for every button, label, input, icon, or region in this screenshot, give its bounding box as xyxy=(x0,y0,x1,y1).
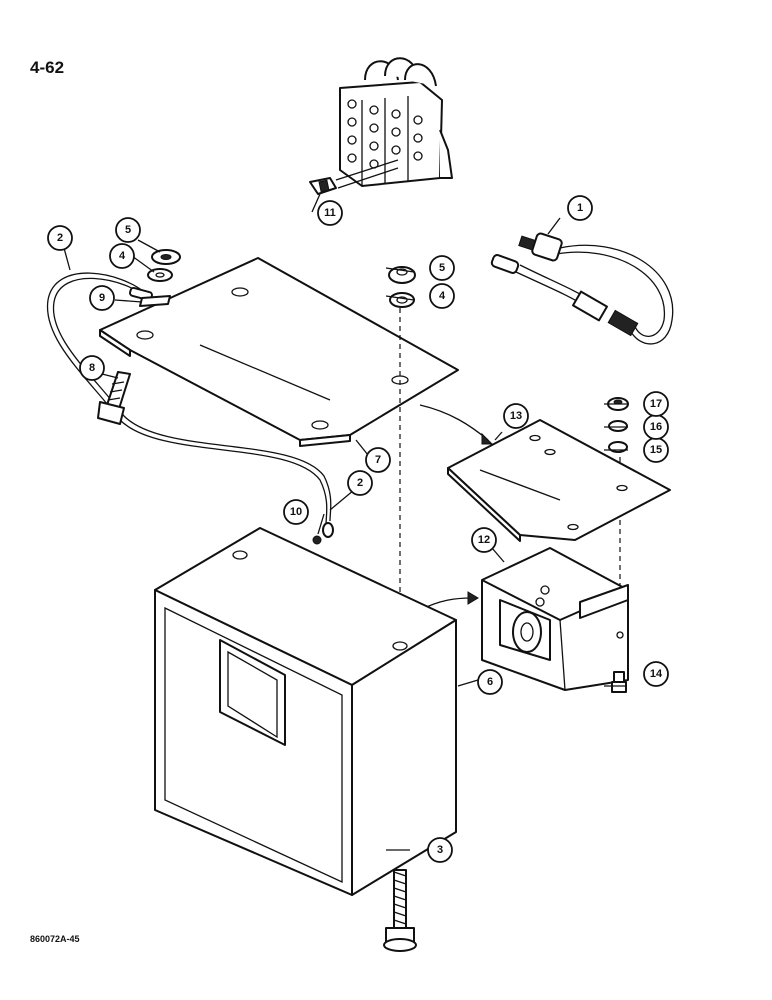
callout-9: 9 xyxy=(89,285,115,311)
direction-arrow xyxy=(419,404,489,441)
callout-2: 2 xyxy=(47,225,73,251)
callout-4: 4 xyxy=(109,243,135,269)
callout-16: 16 xyxy=(643,414,669,440)
svg-text:7: 7 xyxy=(375,454,381,466)
callout-13: 13 xyxy=(503,403,529,429)
alarm-housing xyxy=(154,527,457,896)
svg-text:4: 4 xyxy=(439,290,446,302)
callout-15: 15 xyxy=(643,437,669,463)
backup-alarm xyxy=(481,547,629,691)
callout-3: 3 xyxy=(427,837,453,863)
svg-text:2: 2 xyxy=(357,477,363,489)
svg-text:4: 4 xyxy=(119,250,126,262)
svg-text:16: 16 xyxy=(650,421,662,433)
alarm-mounting-plate xyxy=(447,419,671,542)
svg-text:3: 3 xyxy=(437,844,443,856)
mounting-bracket-plate xyxy=(99,257,459,447)
bolt-8 xyxy=(97,371,131,425)
svg-text:15: 15 xyxy=(650,444,662,456)
page-number: 4-62 xyxy=(30,58,65,77)
bolt-14 xyxy=(611,671,627,693)
svg-text:9: 9 xyxy=(99,292,105,304)
svg-text:14: 14 xyxy=(650,668,663,680)
callout-1: 1 xyxy=(567,195,593,221)
callout-4b: 4 xyxy=(429,283,455,309)
callout-5b: 5 xyxy=(429,255,455,281)
svg-text:13: 13 xyxy=(510,410,522,422)
svg-text:17: 17 xyxy=(650,398,662,410)
svg-text:5: 5 xyxy=(125,224,131,236)
callout-6: 6 xyxy=(477,669,503,695)
svg-text:12: 12 xyxy=(478,534,490,546)
svg-text:5: 5 xyxy=(439,262,445,274)
nut-washer-stack-right xyxy=(607,397,629,453)
callout-2b: 2 xyxy=(347,470,373,496)
control-valve-assembly xyxy=(309,57,453,195)
svg-text:6: 6 xyxy=(487,676,493,688)
leader-lines xyxy=(63,193,628,851)
svg-text:10: 10 xyxy=(290,506,302,518)
callout-10: 10 xyxy=(283,499,309,525)
callout-8: 8 xyxy=(79,355,105,381)
callout-5: 5 xyxy=(115,217,141,243)
callout-11: 11 xyxy=(317,200,343,226)
callout-7: 7 xyxy=(365,447,391,473)
figure-reference: 860072A-45 xyxy=(30,934,80,944)
long-bolt xyxy=(383,869,417,952)
svg-text:2: 2 xyxy=(57,232,63,244)
svg-text:1: 1 xyxy=(577,202,583,214)
callout-12: 12 xyxy=(471,527,497,553)
svg-text:8: 8 xyxy=(89,362,95,374)
callout-17: 17 xyxy=(643,391,669,417)
svg-text:11: 11 xyxy=(324,207,336,219)
pressure-switch-harness xyxy=(490,232,674,345)
callout-14: 14 xyxy=(643,661,669,687)
